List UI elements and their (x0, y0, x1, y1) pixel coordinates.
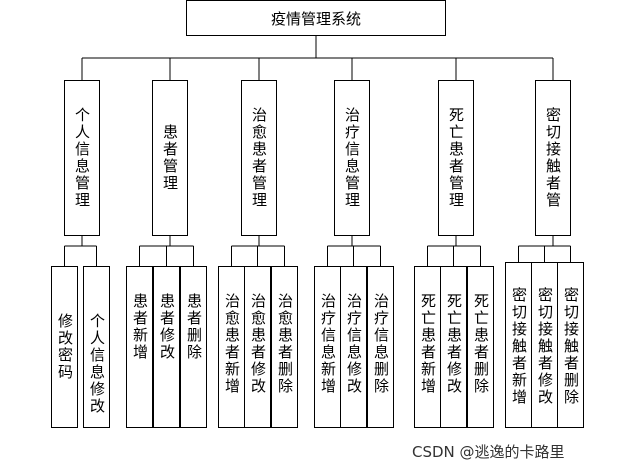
root-node-label: 疫情管理系统 (270, 9, 361, 28)
leaf-node: 死亡患者新增 (414, 266, 441, 428)
module-node-label: 治疗信息管理 (343, 107, 361, 209)
leaf-node-label: 死亡患者删除 (472, 293, 490, 395)
leaf-node-label: 个人信息修改 (88, 313, 106, 415)
leaf-node: 治愈患者修改 (244, 266, 271, 428)
module-node: 治疗信息管理 (334, 80, 370, 236)
leaf-node-label: 治愈患者新增 (223, 293, 241, 395)
leaf-node-label: 患者新增 (131, 293, 149, 361)
leaf-node-label: 治疗信息新增 (319, 293, 337, 395)
leaf-node: 密切接触者修改 (531, 262, 558, 428)
leaf-node-label: 患者修改 (158, 293, 176, 361)
leaf-node-label: 密切接触者修改 (536, 287, 554, 406)
leaf-node-label: 修改密码 (56, 313, 74, 381)
module-node: 个人信息管理 (64, 80, 100, 236)
module-node-label: 患者管理 (161, 124, 179, 192)
leaf-node: 死亡患者删除 (467, 266, 494, 428)
leaf-node-label: 治愈患者修改 (249, 293, 267, 395)
leaf-node-label: 密切接触者删除 (562, 287, 580, 406)
module-node: 患者管理 (152, 80, 188, 236)
leaf-node: 治疗信息删除 (367, 266, 394, 428)
leaf-node: 密切接触者新增 (505, 262, 532, 428)
module-node-label: 死亡患者管理 (447, 107, 465, 209)
module-node-label: 个人信息管理 (73, 107, 91, 209)
leaf-node: 治愈患者新增 (218, 266, 245, 428)
leaf-node-label: 治疗信息修改 (345, 293, 363, 395)
watermark: CSDN @逃逸的卡路里 (412, 443, 565, 461)
leaf-node: 修改密码 (51, 266, 78, 428)
leaf-node: 密切接触者删除 (557, 262, 584, 428)
leaf-node-label: 死亡患者修改 (445, 293, 463, 395)
module-node: 死亡患者管理 (438, 80, 474, 236)
leaf-node-label: 治愈患者删除 (276, 293, 294, 395)
leaf-node-label: 密切接触者新增 (510, 287, 528, 406)
leaf-node-label: 治疗信息删除 (372, 293, 390, 395)
leaf-node: 个人信息修改 (83, 266, 110, 428)
leaf-node: 治疗信息修改 (340, 266, 367, 428)
module-node-label: 密切接触者管 (544, 107, 562, 209)
leaf-node: 治愈患者删除 (271, 266, 298, 428)
leaf-node: 死亡患者修改 (440, 266, 467, 428)
leaf-node: 患者修改 (153, 266, 180, 428)
root-node: 疫情管理系统 (186, 0, 446, 36)
module-node: 密切接触者管 (535, 80, 571, 236)
leaf-node: 患者删除 (180, 266, 207, 428)
leaf-node: 患者新增 (126, 266, 153, 428)
module-node-label: 治愈患者管理 (250, 107, 268, 209)
leaf-node-label: 死亡患者新增 (419, 293, 437, 395)
leaf-node-label: 患者删除 (185, 293, 203, 361)
leaf-node: 治疗信息新增 (314, 266, 341, 428)
module-node: 治愈患者管理 (241, 80, 277, 236)
